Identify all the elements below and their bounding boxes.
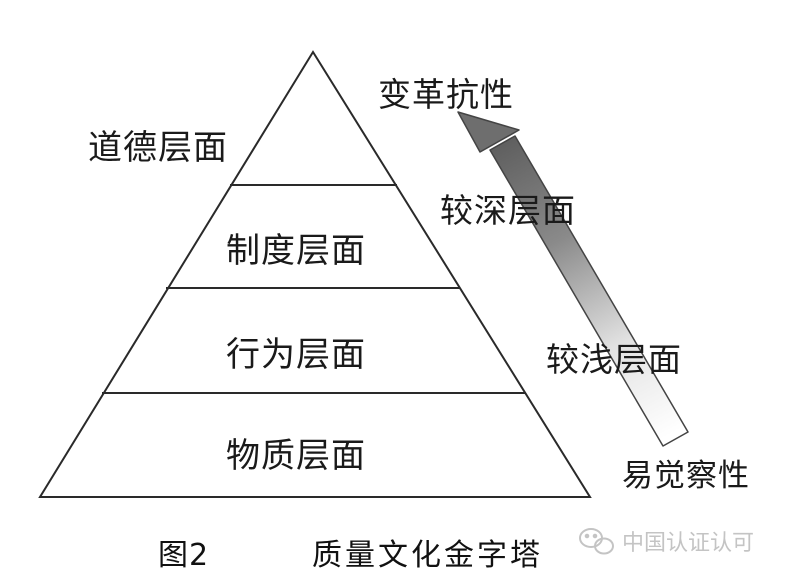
scale-label-resistance: 变革抗性 — [378, 75, 514, 114]
pyramid-outline — [38, 50, 592, 498]
resistance-arrow-shaft — [489, 135, 689, 447]
resistance-arrow-head — [457, 111, 520, 153]
figure-title: 质量文化金字塔 — [312, 538, 543, 573]
figure-number: 图2 — [158, 538, 210, 573]
wechat-icon — [579, 528, 614, 555]
layer-label-material: 物质层面 — [226, 436, 366, 476]
scale-label-deeper: 较深层面 — [440, 191, 576, 230]
watermark-text: 中国认证认可 — [622, 531, 755, 556]
scale-label-perceptibility: 易觉察性 — [622, 458, 750, 494]
layer-label-moral: 道德层面 — [88, 128, 228, 168]
scale-label-shallower: 较浅层面 — [546, 340, 682, 379]
layer-label-institutional: 制度层面 — [226, 231, 366, 271]
layer-label-behavioral: 行为层面 — [226, 335, 366, 375]
